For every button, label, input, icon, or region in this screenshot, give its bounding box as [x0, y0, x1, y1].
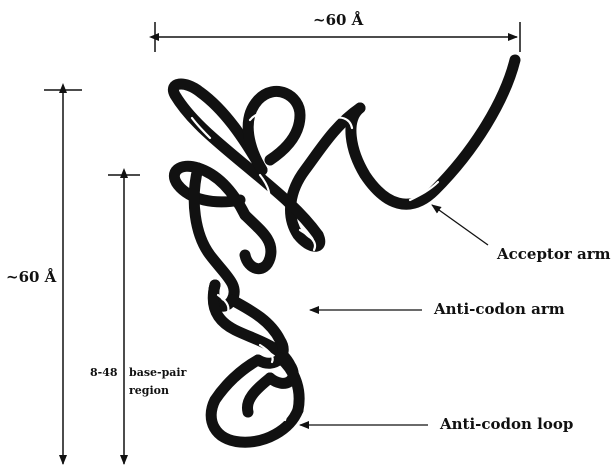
width-label: ~60 Å — [313, 13, 363, 28]
trna-ribbon — [173, 60, 515, 442]
region-label-line1: base-pair — [129, 367, 186, 378]
height-label: ~60 Å — [6, 270, 56, 285]
anticodon-arm-label: Anti-codon arm — [434, 302, 565, 317]
base-pair-region-dimension-line — [108, 175, 140, 464]
anticodon-loop-label: Anti-codon loop — [440, 417, 573, 432]
acceptor-arm-arrow — [432, 205, 488, 245]
region-number-label: 8-48 — [90, 367, 118, 378]
acceptor-arm-label: Acceptor arm — [497, 247, 611, 262]
region-label-line2: region — [129, 385, 169, 396]
